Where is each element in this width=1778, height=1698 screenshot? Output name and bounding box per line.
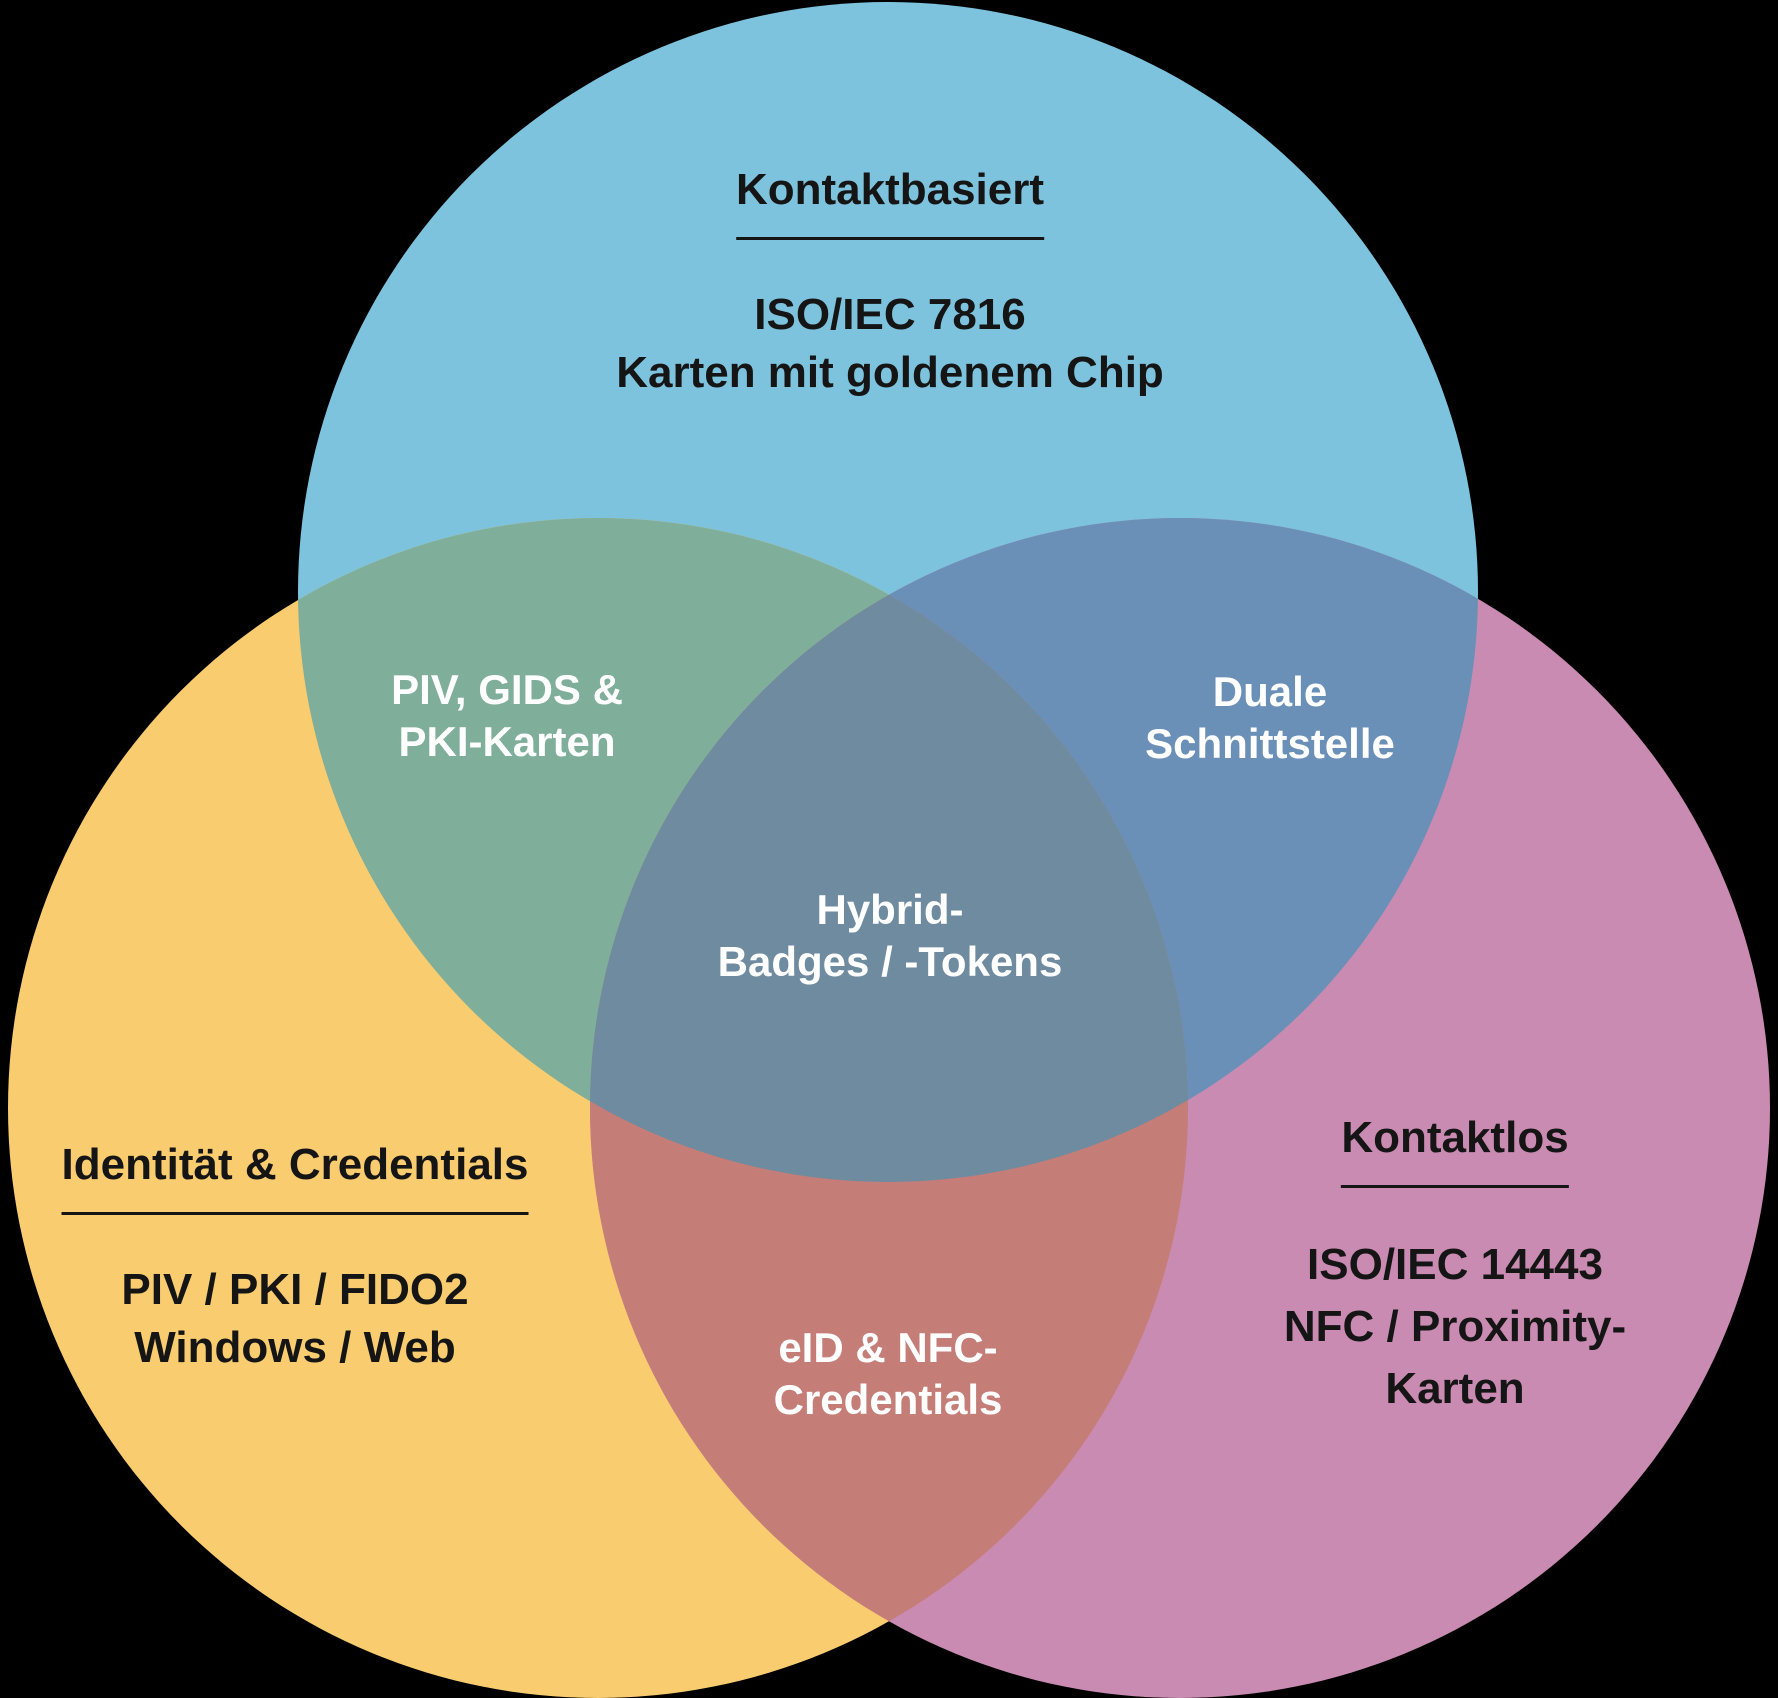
contactless-title: Kontaktlos <box>1341 1116 1569 1188</box>
contactless-line: Karten <box>1385 1364 1525 1413</box>
identity-credentials-line: Windows / Web <box>134 1323 456 1372</box>
contact-based-body: ISO/IEC 7816 Karten mit goldenem Chip <box>616 286 1164 402</box>
contact-based-group: Kontaktbasiert ISO/IEC 7816 Karten mit g… <box>616 168 1164 402</box>
contactless-body: ISO/IEC 14443 NFC / Proximity- Karten <box>1284 1234 1626 1420</box>
overlap-line: Duale <box>1212 668 1328 715</box>
identity-credentials-title: Identität & Credentials <box>61 1143 529 1215</box>
overlap-line: Schnittstelle <box>1145 720 1395 767</box>
overlap-center-label: Hybrid- Badges / -Tokens <box>718 884 1063 988</box>
identity-credentials-group: Identität & Credentials PIV / PKI / FIDO… <box>61 1143 529 1377</box>
contact-based-title: Kontaktbasiert <box>735 168 1045 240</box>
contact-based-line: Karten mit goldenem Chip <box>616 348 1164 397</box>
overlap-contact-contactless-label: Duale Schnittstelle <box>1145 666 1395 770</box>
overlap-line: Badges / -Tokens <box>717 938 1063 985</box>
identity-credentials-body: PIV / PKI / FIDO2 Windows / Web <box>62 1261 529 1377</box>
overlap-contact-identity-label: PIV, GIDS & PKI-Karten <box>391 664 623 768</box>
overlap-line: PIV, GIDS & <box>391 666 623 713</box>
contactless-group: Kontaktlos ISO/IEC 14443 NFC / Proximity… <box>1284 1116 1626 1420</box>
overlap-line: PKI-Karten <box>398 718 616 765</box>
contactless-line: NFC / Proximity- <box>1283 1302 1627 1351</box>
contactless-line: ISO/IEC 14443 <box>1307 1240 1603 1289</box>
identity-credentials-line: PIV / PKI / FIDO2 <box>121 1265 469 1314</box>
contact-based-line: ISO/IEC 7816 <box>754 290 1026 339</box>
overlap-line: Credentials <box>773 1376 1003 1423</box>
overlap-line: eID & NFC- <box>778 1324 998 1371</box>
overlap-identity-contactless-label: eID & NFC- Credentials <box>774 1322 1003 1426</box>
overlap-line: Hybrid- <box>816 886 964 933</box>
